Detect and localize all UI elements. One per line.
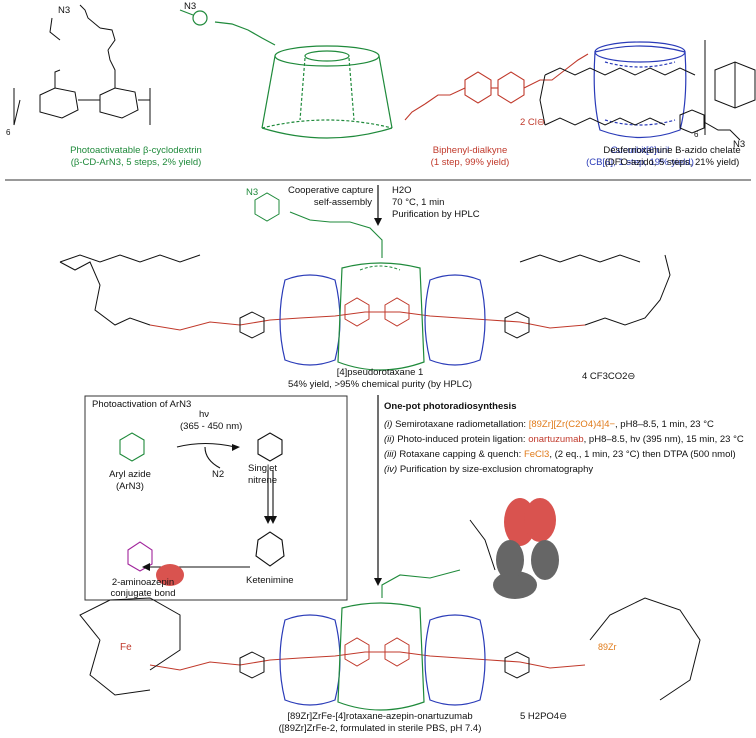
step1-conditions-right-2: 70 °C, 1 min bbox=[392, 197, 445, 208]
aryl-azide-label-1: Aryl azide bbox=[109, 469, 151, 480]
step1-conditions-left-2: self-assembly bbox=[313, 197, 372, 208]
pseudorotaxane-name: [4]pseudorotaxane 1 bbox=[336, 367, 424, 378]
ketenimine-label: Ketenimine bbox=[246, 575, 294, 586]
fe-label: Fe bbox=[120, 642, 132, 653]
photoactivation-structures bbox=[119, 432, 285, 572]
azide-label-right: N3 bbox=[184, 1, 197, 12]
antibody-blob bbox=[156, 564, 184, 586]
one-pot-step-2: (ii) Photo-induced protein ligation: ona… bbox=[384, 434, 744, 446]
step-2-text-a: Photo-induced protein ligation: bbox=[397, 434, 529, 445]
dfo-azide: N3 bbox=[733, 139, 746, 150]
step1-conditions-left-1: Cooperative capture bbox=[288, 185, 374, 196]
dfo-structure bbox=[539, 67, 741, 141]
cb6-label: Cucurbit[6]uril bbox=[610, 145, 670, 156]
aryl-azide-label-2: (ArN3) bbox=[116, 481, 144, 492]
biphenyl-label: Biphenyl-dialkyne bbox=[432, 145, 508, 156]
nitrene-label-2: nitrene bbox=[248, 475, 278, 486]
pseudorotaxane-yield: 54% yield, >95% chemical purity (by HPLC… bbox=[287, 379, 472, 390]
step-1-highlight: [89Zr][Zr(C2O4)4]4− bbox=[528, 419, 616, 430]
conjugate-label-1: 2-aminoazepin bbox=[111, 577, 175, 588]
step-1-text-b: , pH8–8.5, 1 min, 23 °C bbox=[615, 419, 714, 430]
subscript-n: 6 bbox=[6, 128, 11, 137]
azide-label-left: N3 bbox=[58, 5, 71, 16]
step-1-text-a: Semirotaxane radiometallation: bbox=[395, 419, 529, 430]
cb6-subscript: 6 bbox=[694, 130, 699, 139]
one-pot-title: One-pot photoradiosynthesis bbox=[384, 401, 517, 412]
one-pot-step-1: (i) Semirotaxane radiometallation: [89Zr… bbox=[384, 419, 714, 431]
nitrene-label-1: Singlet bbox=[248, 463, 278, 474]
biphenyl-counter-ion: 2 Cl⊖ bbox=[520, 117, 545, 128]
step-3-text-a: Rotaxane capping & quench: bbox=[399, 449, 524, 460]
step-2-highlight: onartuzumab bbox=[528, 434, 584, 445]
final-product-detail: ([89Zr]ZrFe-2, formulated in sterile PBS… bbox=[278, 723, 482, 734]
beta-cd-detail: (β-CD-ArN3, 5 steps, 2% yield) bbox=[70, 157, 202, 168]
final-counter-ion: 5 H2PO4⊖ bbox=[520, 711, 568, 722]
step-2-num: (ii) bbox=[384, 434, 395, 445]
beta-cd-label: Photoactivatable β-cyclodextrin bbox=[70, 145, 202, 156]
wavelength-label: (365 - 450 nm) bbox=[180, 421, 243, 432]
final-product-name: [89Zr]ZrFe-[4]rotaxane-azepin-onartuzuma… bbox=[287, 711, 473, 722]
dfo-label: Desferrioxamine B-azido chelate bbox=[603, 145, 741, 156]
photoactivation-title: Photoactivation of ArN3 bbox=[92, 399, 192, 410]
pseudorotaxane-counter-ion: 4 CF3CO2⊖ bbox=[582, 371, 636, 382]
step-3-text-b: , (2 eq., 1 min, 23 °C) then DTPA (500 n… bbox=[549, 449, 736, 460]
biphenyl-structure bbox=[404, 53, 589, 121]
one-pot-step-4: (iv) Purification by size-exclusion chro… bbox=[384, 464, 594, 476]
step1-conditions-right-1: H2O bbox=[392, 185, 412, 196]
cb6-monomer bbox=[704, 40, 756, 135]
step-2-text-b: , pH8–8.5, hν (395 nm), 15 min, 23 °C bbox=[583, 434, 744, 445]
pseudorotaxane-structure bbox=[59, 192, 671, 371]
onartuzumab-graphic bbox=[469, 498, 559, 599]
one-pot-step-3: (iii) Rotaxane capping & quench: FeCl3, … bbox=[384, 449, 736, 461]
dfo-detail: (DFO-azido, 5 steps, 21% yield) bbox=[604, 157, 740, 168]
final-rotaxane-structure bbox=[79, 569, 701, 711]
biphenyl-detail: (1 step, 99% yield) bbox=[430, 157, 510, 168]
step-1-num: (i) bbox=[384, 419, 393, 430]
photoactivation-box bbox=[84, 395, 348, 601]
n2-label: N2 bbox=[212, 469, 225, 480]
step-4-num: (iv) bbox=[384, 464, 398, 475]
beta-cd-cone bbox=[179, 9, 393, 139]
hv-label: hν bbox=[199, 409, 210, 420]
zr-label: 89Zr bbox=[598, 642, 617, 652]
step1-conditions-right-3: Purification by HPLC bbox=[392, 209, 480, 220]
beta-cd-structure bbox=[13, 4, 151, 126]
conjugate-label-2: conjugate bond bbox=[110, 588, 176, 599]
step-4-text-a: Purification by size-exclusion chromatog… bbox=[399, 464, 594, 475]
step-3-num: (iii) bbox=[384, 449, 397, 460]
step-3-highlight: FeCl3 bbox=[523, 449, 550, 460]
pseudorotaxane-azide: N3 bbox=[246, 187, 259, 198]
cb6-detail: (CB[6], 1 step, 19% yield) bbox=[586, 157, 694, 168]
